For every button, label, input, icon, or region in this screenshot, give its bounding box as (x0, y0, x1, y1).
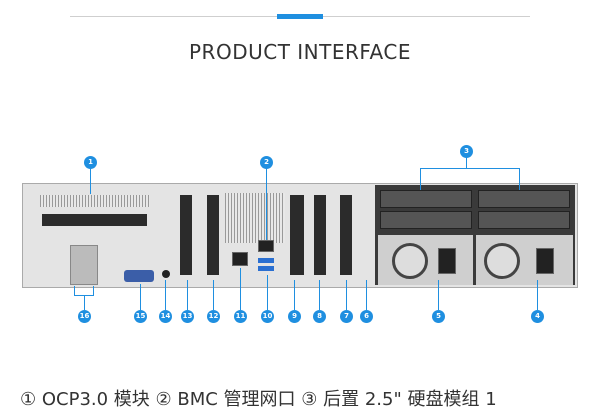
usb-port (258, 266, 274, 271)
callout-14: 14 (159, 310, 172, 323)
callout-13: 13 (181, 310, 194, 323)
callout-2: 2 (260, 156, 273, 169)
drive-bay (380, 190, 472, 208)
drive-bay (380, 211, 472, 229)
drive-bay (478, 190, 570, 208)
callout-6: 6 (360, 310, 373, 323)
callout-15: 15 (134, 310, 147, 323)
callout-11: 11 (234, 310, 247, 323)
callout-10: 10 (261, 310, 274, 323)
pcie-slot (290, 195, 304, 275)
header-accent (277, 14, 323, 19)
callout-9: 9 (288, 310, 301, 323)
callout-12: 12 (207, 310, 220, 323)
power-inlet (536, 248, 554, 274)
vent-grille (40, 195, 150, 207)
ethernet-port (232, 252, 248, 266)
callout-4: 4 (531, 310, 544, 323)
callout-1: 1 (84, 156, 97, 169)
page-title: PRODUCT INTERFACE (189, 40, 411, 64)
power-inlet (438, 248, 456, 274)
vent-grille (225, 193, 285, 243)
legend-text: ① OCP3.0 模块 ② BMC 管理网口 ③ 后置 2.5" 硬盘模组 1 (20, 389, 497, 410)
callout-7: 7 (340, 310, 353, 323)
vga-port (124, 270, 154, 282)
usb-port (258, 258, 274, 263)
pcie-slot (207, 195, 219, 275)
pcie-slot (340, 195, 352, 275)
pcie-slot (180, 195, 192, 275)
audio-port (162, 270, 170, 278)
callout-5: 5 (432, 310, 445, 323)
bracket (70, 245, 98, 285)
drive-bay (478, 211, 570, 229)
pcie-slot (314, 195, 326, 275)
fan-icon (392, 243, 428, 279)
fan-icon (484, 243, 520, 279)
callout-3: 3 (460, 145, 473, 158)
callout-8: 8 (313, 310, 326, 323)
callout-16: 16 (78, 310, 91, 323)
bmc-port (258, 240, 274, 252)
ocp-slot (42, 214, 147, 226)
